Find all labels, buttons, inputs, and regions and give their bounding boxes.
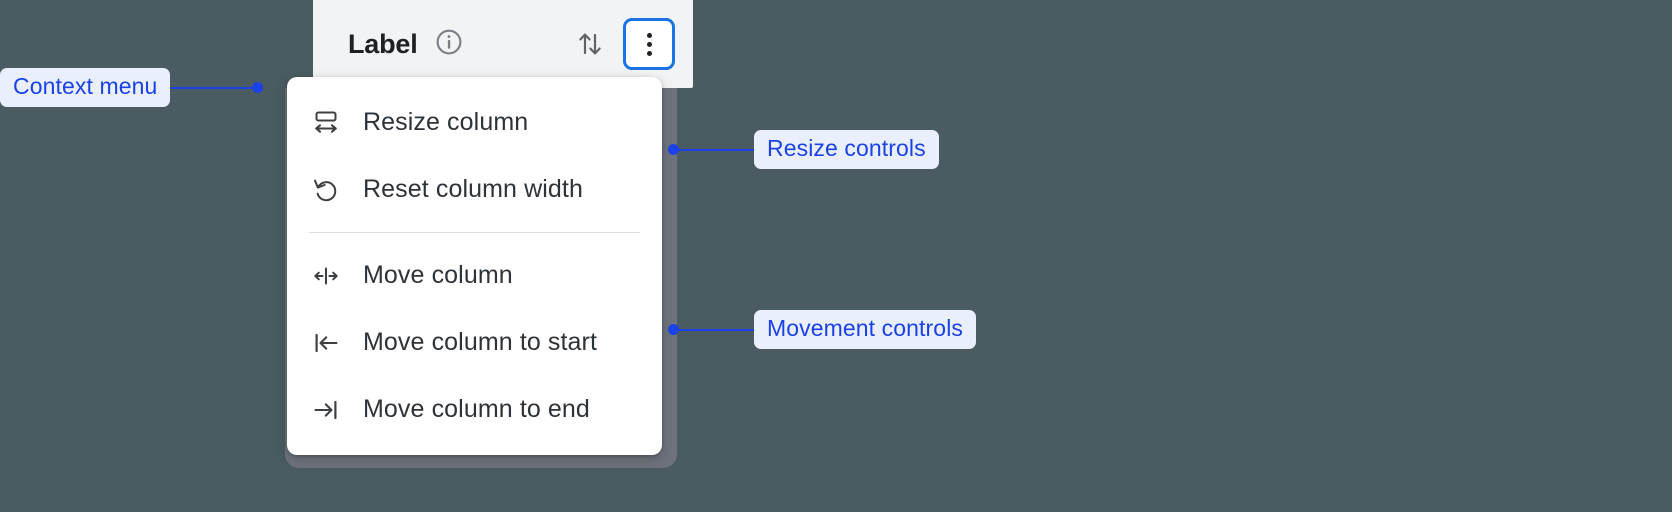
menu-item-move-column-to-end[interactable]: Move column to end <box>287 376 662 443</box>
column-header-panel: Label <box>313 0 693 88</box>
menu-item-label: Reset column width <box>363 175 583 203</box>
resize-column-icon <box>309 106 343 140</box>
annotation-label: Resize controls <box>754 130 939 169</box>
menu-item-label: Resize column <box>363 108 529 136</box>
menu-divider <box>309 232 640 233</box>
annotation-movement-controls: Movement controls <box>668 310 976 349</box>
more-vertical-icon-button[interactable] <box>623 18 675 70</box>
annotation-connector-dot <box>668 144 679 155</box>
move-column-icon <box>309 259 343 293</box>
annotation-connector-dot <box>668 324 679 335</box>
annotation-connector-line <box>679 148 754 151</box>
annotation-label: Context menu <box>0 68 171 107</box>
menu-item-resize-column[interactable]: Resize column <box>287 89 662 156</box>
context-menu[interactable]: Resize column Reset column width Move co… <box>287 77 662 455</box>
move-to-end-icon <box>309 393 343 427</box>
menu-item-label: Move column to start <box>363 328 598 356</box>
menu-item-label: Move column to end <box>363 395 590 423</box>
annotation-connector-line <box>679 328 754 331</box>
menu-item-reset-column-width[interactable]: Reset column width <box>287 156 662 223</box>
menu-item-label: Move column <box>363 261 513 289</box>
annotation-label: Movement controls <box>754 310 976 349</box>
menu-item-move-column-to-start[interactable]: Move column to start <box>287 309 662 376</box>
annotation-connector-dot <box>252 82 264 93</box>
annotation-resize-controls: Resize controls <box>668 130 939 169</box>
annotation-context-menu: Context menu <box>0 68 264 107</box>
column-header-row: Label <box>313 0 693 88</box>
sort-up-down-icon[interactable] <box>569 23 611 65</box>
move-to-start-icon <box>309 326 343 360</box>
menu-item-move-column[interactable]: Move column <box>287 242 662 309</box>
page-title: Label <box>348 28 418 59</box>
reset-width-icon <box>309 173 343 207</box>
info-circle-icon[interactable] <box>434 27 464 62</box>
annotation-connector-line <box>170 86 253 89</box>
more-vertical-icon <box>646 32 652 56</box>
